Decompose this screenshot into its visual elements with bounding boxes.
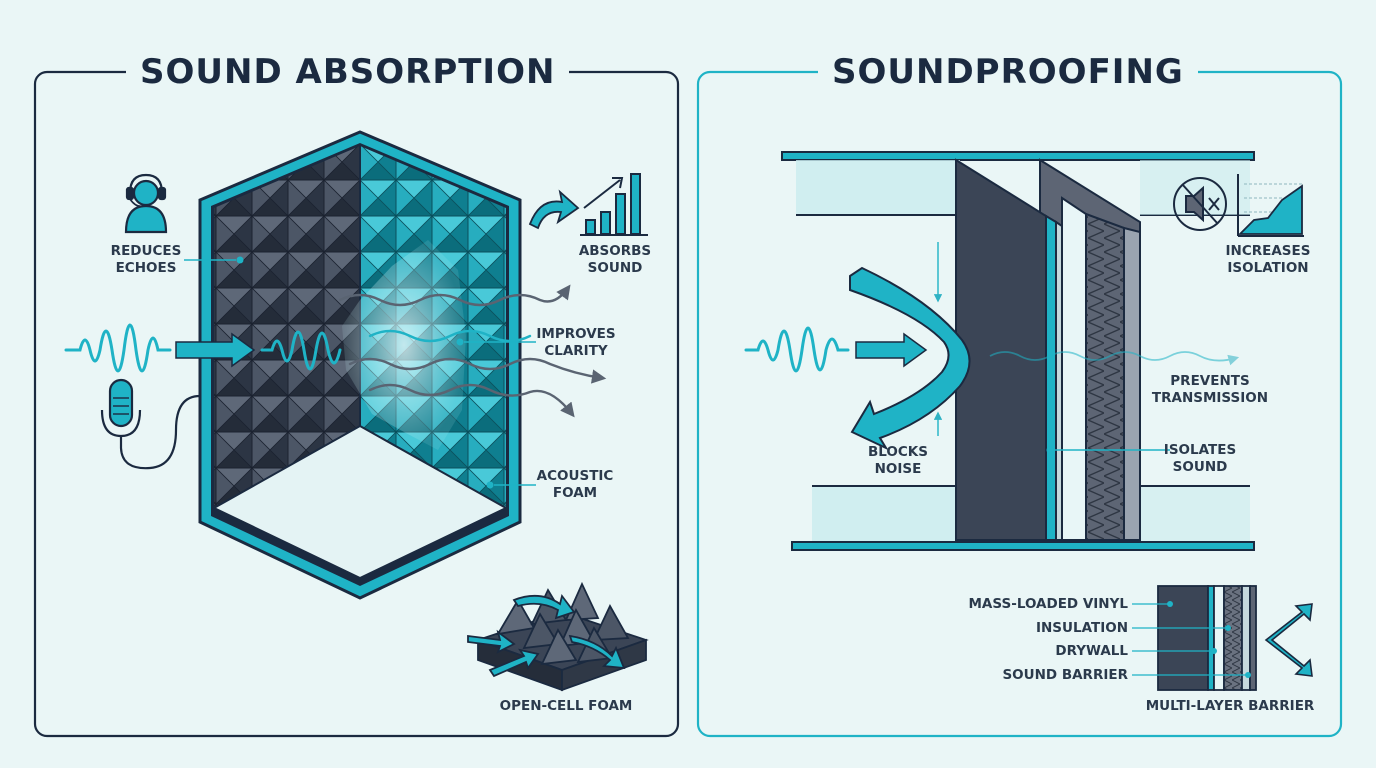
soundproof-wall — [955, 158, 1141, 541]
label-line: INCREASES — [1225, 243, 1311, 259]
open-cell-foam-block — [467, 581, 649, 692]
label-line: NOISE — [874, 461, 922, 477]
label-line: ABSORBS — [578, 243, 652, 259]
label-line: FOAM — [552, 485, 598, 501]
label-acoustic-foam: ACOUSTIC FOAM — [530, 468, 620, 502]
sound-reflection — [744, 242, 1240, 451]
incoming-sound-wave — [64, 284, 607, 418]
double-arrow-icon — [1264, 603, 1313, 677]
label-isolates-sound: ISOLATES SOUND — [1160, 442, 1240, 476]
left-leader-lines — [184, 256, 536, 489]
mute-speaker-icon — [1173, 177, 1227, 231]
left-panel-title: SOUND ABSORPTION — [126, 52, 570, 92]
label-line: BLOCKS — [868, 444, 928, 460]
label-line: SOUND — [587, 260, 643, 276]
acoustic-foam-room — [198, 130, 522, 600]
label-mass-loaded-vinyl: MASS-LOADED VINYL — [968, 596, 1129, 612]
label-line: PREVENTS — [1170, 373, 1250, 389]
barrier-leader-lines — [1132, 601, 1251, 678]
label-absorbs-sound: ABSORBS SOUND — [570, 243, 660, 277]
label-blocks-noise: BLOCKS NOISE — [860, 444, 936, 478]
label-multi-layer-barrier: MULTI-LAYER BARRIER — [1145, 698, 1315, 714]
barrier-cross-section — [1157, 585, 1257, 691]
label-line: ACOUSTIC — [536, 468, 614, 484]
label-prevents-transmission: PREVENTS TRANSMISSION — [1150, 373, 1270, 407]
label-line: REDUCES — [110, 243, 182, 259]
bar-chart-icon — [580, 173, 648, 236]
label-sound-barrier: SOUND BARRIER — [1002, 667, 1128, 683]
label-insulation: INSULATION — [1035, 620, 1128, 636]
label-increases-isolation: INCREASES ISOLATION — [1222, 243, 1314, 277]
label-line: ECHOES — [115, 260, 177, 276]
microphone-icon — [100, 378, 201, 470]
person-headset-icon — [124, 173, 168, 234]
curved-arrow-icon — [528, 189, 580, 230]
label-line: TRANSMISSION — [1151, 390, 1269, 406]
area-chart-icon — [1237, 174, 1304, 237]
right-panel-title: SOUNDPROOFING — [818, 52, 1198, 92]
label-drywall: DRYWALL — [1055, 643, 1128, 659]
label-open-cell-foam: OPEN-CELL FOAM — [499, 698, 633, 714]
right-leader-lines — [1046, 446, 1170, 454]
label-reduces-echoes: REDUCES ECHOES — [104, 243, 188, 277]
label-line: SOUND — [1172, 459, 1228, 475]
label-line: ISOLATION — [1227, 260, 1309, 276]
label-line: ISOLATES — [1163, 442, 1237, 458]
label-improves-clarity: IMPROVES CLARITY — [530, 326, 622, 360]
label-line: CLARITY — [544, 343, 608, 359]
label-line: IMPROVES — [536, 326, 616, 342]
